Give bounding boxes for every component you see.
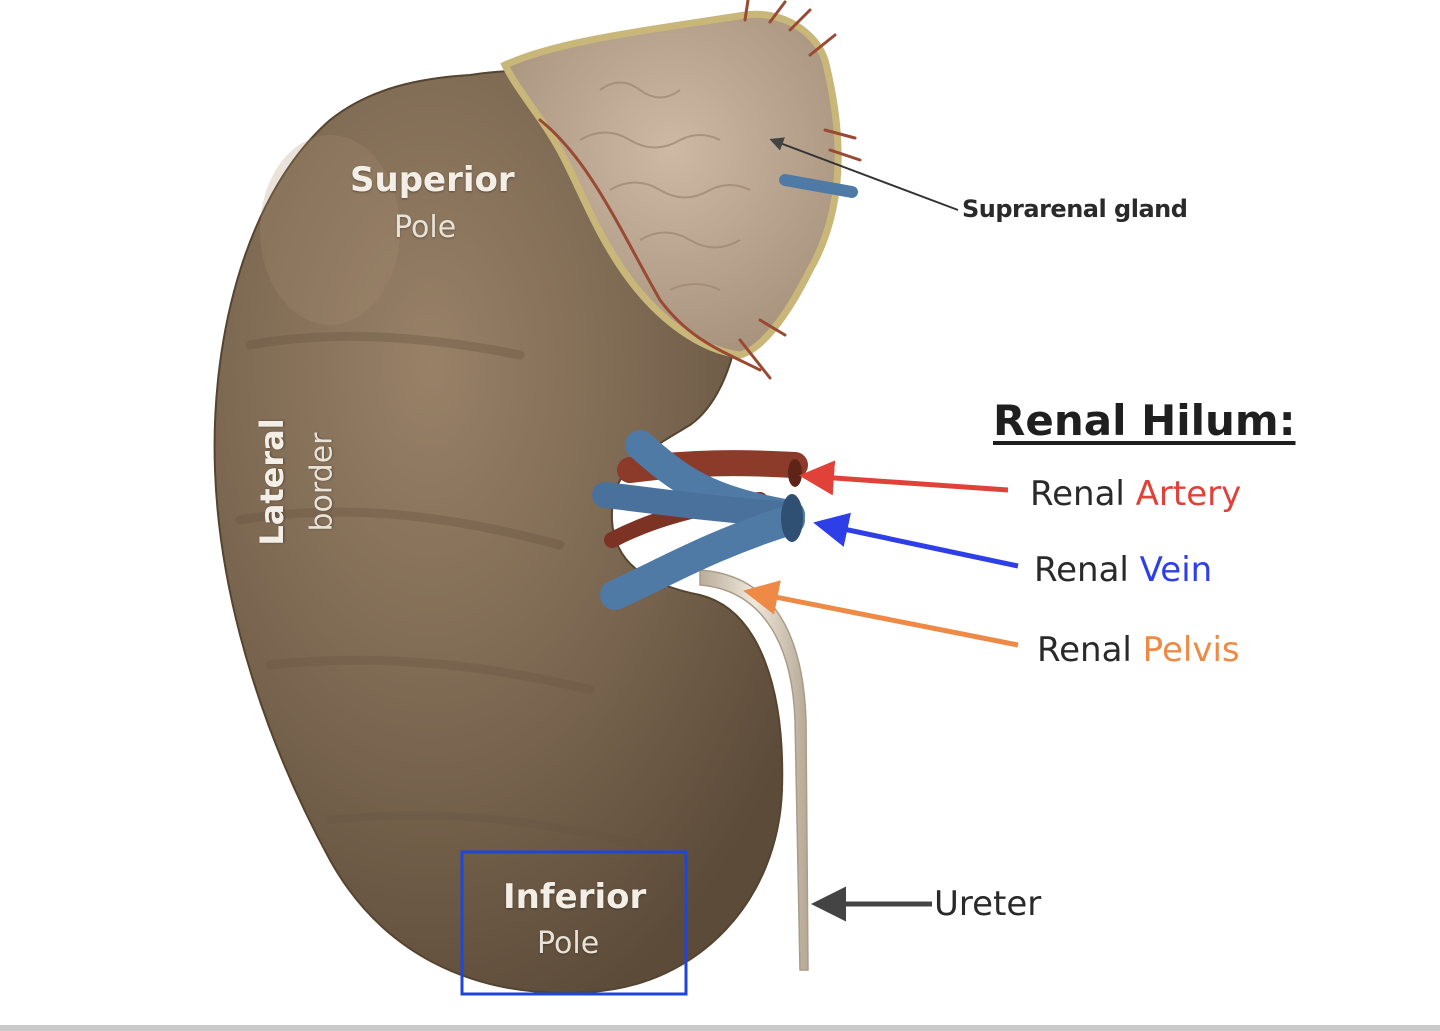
renal-vein-name: Vein [1139,550,1213,590]
suprarenal-pointer [769,137,959,211]
renal-artery-prefix: Renal [1030,474,1125,514]
renal-hilum-title: Renal Hilum: [993,396,1296,445]
bottom-divider [0,1025,1440,1031]
renal-vein-shape [592,430,805,610]
renal-artery-label: Renal Artery [1030,474,1241,514]
artery-arrow [799,460,1009,496]
lateral-label: Lateral [253,418,291,546]
superior-label: Superior [350,160,515,200]
renal-pelvis-label: Renal Pelvis [1037,630,1240,670]
inferior-label: Inferior [503,877,647,917]
vein-arrow [813,512,1019,569]
ureter-label: Ureter [934,884,1042,924]
renal-pelvis-prefix: Renal [1037,630,1132,670]
renal-pelvis-name: Pelvis [1142,630,1240,670]
inferior-pole-highlight-box [460,850,688,996]
pelvis-arrow [743,580,1019,648]
renal-artery-name: Artery [1135,474,1242,514]
border-label: border [304,432,340,532]
renal-vein-prefix: Renal [1034,550,1129,590]
inferior-pole-label: Pole [537,926,600,961]
superior-pole-label: Pole [394,210,457,245]
renal-vein-label: Renal Vein [1034,550,1212,590]
suprarenal-gland-label: Suprarenal gland [962,195,1188,223]
